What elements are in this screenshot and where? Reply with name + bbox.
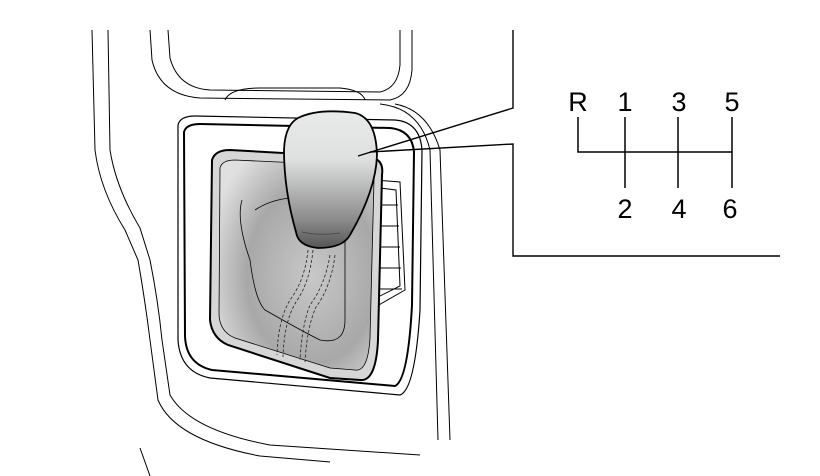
gear-label-6: 6 [722,194,737,224]
gear-label-2: 2 [617,194,632,224]
gear-label-4: 4 [671,194,686,224]
gear-label-1: 1 [617,87,632,117]
shift-knob [283,110,378,249]
callout-leader [357,30,780,257]
gear-label-reverse: R [568,87,588,117]
gear-label-5: 5 [724,87,739,117]
shift-pattern-diagram: R 1 3 5 2 4 6 [568,87,739,224]
center-console [91,29,451,476]
gear-label-3: 3 [671,87,686,117]
shift-gate-lines [577,117,733,188]
